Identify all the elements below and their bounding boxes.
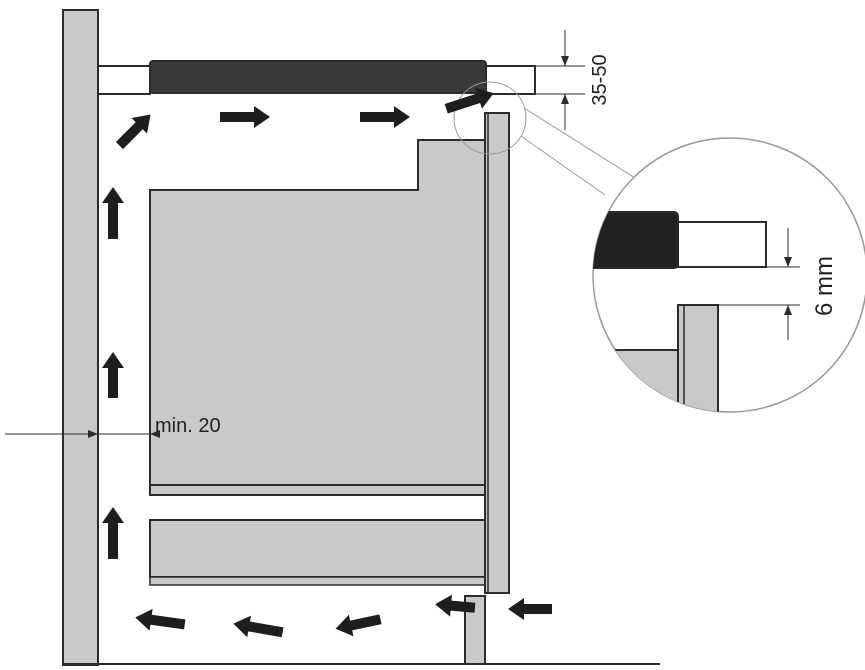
detail-hob xyxy=(593,211,679,269)
detail-worktop xyxy=(677,221,767,268)
hob xyxy=(149,60,487,94)
detail-connector-bottom xyxy=(520,135,606,196)
airflow-arrow-icon xyxy=(335,614,382,637)
airflow-arrow-icon xyxy=(508,598,552,620)
detail-dim-arrow-up xyxy=(784,305,792,315)
worktop-left xyxy=(97,65,151,95)
airflow-arrow-icon xyxy=(102,187,124,239)
drawer xyxy=(149,519,487,578)
detail-gap-label: 6 mm xyxy=(811,256,838,316)
airflow-arrow-icon xyxy=(233,615,284,638)
right-back-panel xyxy=(484,112,510,594)
detail-oven xyxy=(593,349,679,412)
dimension-arrowhead-up xyxy=(561,94,569,104)
airflow-arrow-icon xyxy=(135,608,186,631)
airflow-arrow-icon xyxy=(360,106,410,128)
side-dimension-arrow-left xyxy=(88,430,98,438)
left-cabinet-wall xyxy=(62,9,99,666)
detail-circle xyxy=(592,137,865,413)
gap-side-label: min. 20 xyxy=(155,415,221,437)
airflow-arrows xyxy=(102,87,552,638)
airflow-arrow-icon xyxy=(444,87,494,114)
gap-top-label: 35-50 xyxy=(589,54,611,105)
detail-connector-top xyxy=(523,107,644,184)
dimension-arrowhead-down xyxy=(561,56,569,66)
worktop-right xyxy=(484,65,536,95)
plinth xyxy=(464,595,486,665)
airflow-arrow-icon xyxy=(102,352,124,398)
airflow-arrow-icon xyxy=(115,114,151,150)
airflow-arrow-icon xyxy=(220,106,270,128)
drawer-bottom-strip xyxy=(149,576,487,586)
airflow-arrow-icon xyxy=(102,507,124,559)
detail-dim-arrow-down xyxy=(784,257,792,267)
side-dimension-arrow-right xyxy=(150,430,160,438)
detail-source-circle xyxy=(453,81,527,155)
airflow-arrow-icon xyxy=(435,594,476,617)
oven-bottom-strip xyxy=(149,484,486,496)
